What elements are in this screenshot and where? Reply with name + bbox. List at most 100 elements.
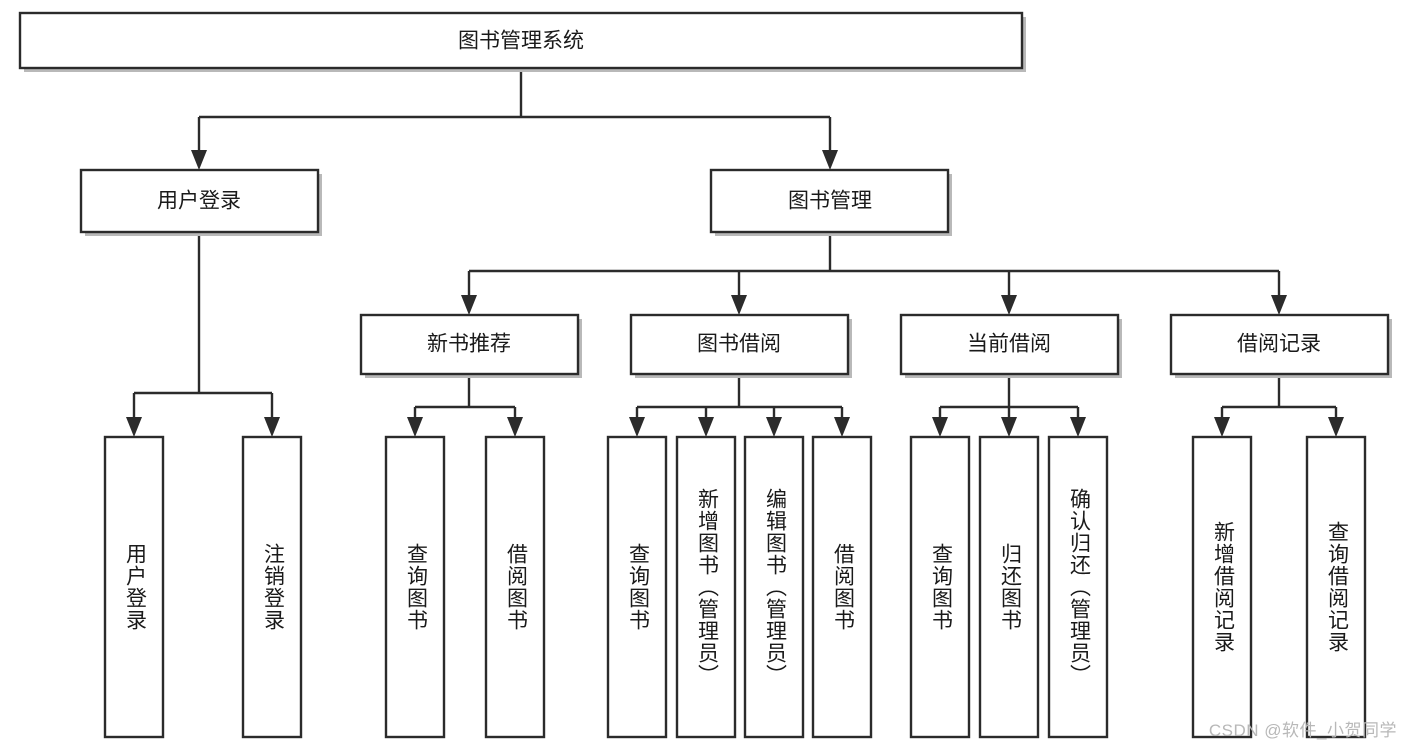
arrow-leaf-user-login	[126, 417, 142, 437]
arrow-new-book	[461, 295, 477, 315]
leaf-br-query-record-label: 查询借阅记录	[1325, 521, 1349, 653]
leaf-bb-borrow-book-box	[811, 435, 873, 739]
connector-newbook-to-leaves	[407, 375, 523, 437]
leaf-bb-edit-book-label: 编辑图书（管理员）	[763, 488, 787, 686]
leaf-user-login[interactable]: 用户登录	[103, 435, 165, 739]
leaf-nb-borrow-book-box	[484, 435, 546, 739]
leaf-logout-box	[241, 435, 303, 739]
leaf-bb-add-book-box	[675, 435, 737, 739]
borrow-record-label: 借阅记录	[1237, 333, 1321, 356]
arrow-cb-query-book	[932, 417, 948, 437]
node-root-book-management-system[interactable]: 图书管理系统	[18, 11, 1026, 72]
root-box	[18, 11, 1024, 70]
leaf-cb-return-book-label: 归还图书	[998, 543, 1022, 631]
leaf-cb-return-book-box	[978, 435, 1040, 739]
arrow-br-add-record	[1214, 417, 1230, 437]
arrow-leaf-logout	[264, 417, 280, 437]
arrow-bb-add-book	[698, 417, 714, 437]
arrow-cb-return-book	[1001, 417, 1017, 437]
new-book-recommend-label: 新书推荐	[427, 333, 511, 356]
node-user-login[interactable]: 用户登录	[79, 168, 322, 236]
leaf-br-query-record-box	[1305, 435, 1367, 739]
leaf-bb-query-book-label: 查询图书	[626, 543, 650, 631]
arrow-cb-confirm-return	[1070, 417, 1086, 437]
leaf-nb-query-book-label-wrap: 查询图书	[404, 543, 428, 631]
leaf-cb-confirm-return-label-wrap: 确认归还（管理员）	[1067, 488, 1091, 686]
connector-userlogin-to-leaves	[126, 232, 280, 437]
leaf-br-add-record-label-wrap: 新增借阅记录	[1211, 521, 1235, 653]
leaf-nb-query-book[interactable]: 查询图书	[384, 435, 446, 739]
leaf-logout[interactable]: 注销登录	[241, 435, 303, 739]
node-book-management[interactable]: 图书管理	[709, 168, 952, 236]
arrow-bb-borrow-book	[834, 417, 850, 437]
leaf-cb-confirm-return-box	[1047, 435, 1109, 739]
leaf-user-login-label-wrap: 用户登录	[123, 543, 147, 631]
leaf-bb-query-book-box	[606, 435, 668, 739]
connector-root-to-level2	[191, 68, 838, 170]
leaf-br-add-record-label: 新增借阅记录	[1211, 521, 1235, 653]
leaf-bb-add-book-label: 新增图书（管理员）	[695, 488, 719, 686]
leaf-cb-query-book-box	[909, 435, 971, 739]
leaf-cb-return-book-label-wrap: 归还图书	[998, 543, 1022, 631]
connector-bookmgmt-to-level3	[461, 232, 1287, 315]
leaf-bb-edit-book[interactable]: 编辑图书（管理员）	[743, 435, 805, 739]
node-book-borrow[interactable]: 图书借阅	[629, 313, 852, 378]
arrow-nb-borrow-book	[507, 417, 523, 437]
user-login-box	[79, 168, 320, 234]
leaf-nb-query-book-box	[384, 435, 446, 739]
arrow-book-mgmt	[822, 150, 838, 170]
leaf-br-query-record[interactable]: 查询借阅记录	[1305, 435, 1367, 739]
leaf-bb-add-book-label-wrap: 新增图书（管理员）	[695, 488, 719, 686]
leaf-cb-query-book[interactable]: 查询图书	[909, 435, 971, 739]
connector-borrowrecord-to-leaves	[1214, 375, 1344, 437]
book-borrow-box	[629, 313, 850, 376]
arrow-bb-edit-book	[766, 417, 782, 437]
leaf-br-query-record-label-wrap: 查询借阅记录	[1325, 521, 1349, 653]
leaf-nb-query-book-label: 查询图书	[404, 543, 428, 631]
leaf-nb-borrow-book-label-wrap: 借阅图书	[504, 543, 528, 631]
leaf-user-login-label: 用户登录	[123, 543, 147, 631]
node-borrow-record[interactable]: 借阅记录	[1169, 313, 1392, 378]
arrow-user-login	[191, 150, 207, 170]
arrow-current-borrow	[1001, 295, 1017, 315]
leaf-cb-confirm-return[interactable]: 确认归还（管理员）	[1047, 435, 1109, 739]
leaf-logout-label-wrap: 注销登录	[261, 543, 285, 631]
arrow-bb-query-book	[629, 417, 645, 437]
new-book-recommend-box	[359, 313, 580, 376]
leaf-bb-borrow-book-label: 借阅图书	[831, 543, 855, 631]
leaf-cb-return-book[interactable]: 归还图书	[978, 435, 1040, 739]
leaf-nb-borrow-book[interactable]: 借阅图书	[484, 435, 546, 739]
current-borrow-label: 当前借阅	[967, 333, 1051, 356]
root-label: 图书管理系统	[458, 30, 584, 53]
leaf-bb-query-book[interactable]: 查询图书	[606, 435, 668, 739]
arrow-br-query-record	[1328, 417, 1344, 437]
arrow-book-borrow	[731, 295, 747, 315]
leaf-bb-edit-book-label-wrap: 编辑图书（管理员）	[763, 488, 787, 686]
arrow-borrow-record	[1271, 295, 1287, 315]
leaf-bb-borrow-book[interactable]: 借阅图书	[811, 435, 873, 739]
leaf-br-add-record[interactable]: 新增借阅记录	[1191, 435, 1253, 739]
connector-currentborrow-to-leaves	[932, 375, 1086, 437]
connector-bookborrow-to-leaves	[629, 375, 850, 437]
leaf-bb-borrow-book-label-wrap: 借阅图书	[831, 543, 855, 631]
user-login-label: 用户登录	[157, 190, 241, 213]
leaf-br-add-record-box	[1191, 435, 1253, 739]
leaf-logout-label: 注销登录	[261, 543, 285, 631]
leaf-cb-confirm-return-label: 确认归还（管理员）	[1067, 488, 1091, 686]
leaf-cb-query-book-label: 查询图书	[929, 543, 953, 631]
leaf-nb-borrow-book-label: 借阅图书	[504, 543, 528, 631]
leaf-bb-edit-book-box	[743, 435, 805, 739]
book-borrow-label: 图书借阅	[697, 333, 781, 356]
leaf-bb-query-book-label-wrap: 查询图书	[626, 543, 650, 631]
book-management-label: 图书管理	[788, 190, 872, 213]
leaf-bb-add-book[interactable]: 新增图书（管理员）	[675, 435, 737, 739]
node-current-borrow[interactable]: 当前借阅	[899, 313, 1122, 378]
arrow-nb-query-book	[407, 417, 423, 437]
borrow-record-box	[1169, 313, 1390, 376]
current-borrow-box	[899, 313, 1120, 376]
leaf-user-login-box	[103, 435, 165, 739]
node-new-book-recommend[interactable]: 新书推荐	[359, 313, 582, 378]
book-management-box	[709, 168, 950, 234]
